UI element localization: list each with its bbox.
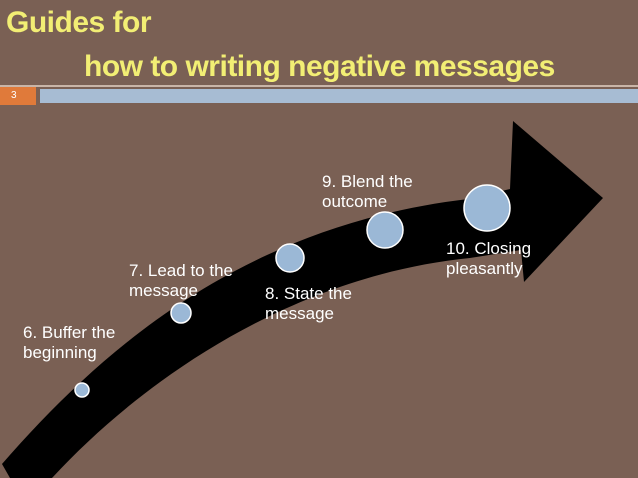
- header-accent-bar: [40, 89, 638, 103]
- step-6-label: 6. Buffer the beginning: [23, 323, 116, 362]
- step-9-label: 9. Blend the outcome: [322, 172, 413, 211]
- step-9-marker: [366, 211, 404, 249]
- step-7-label: 7. Lead to the message: [129, 261, 233, 300]
- slide-title-line-1: Guides for: [6, 6, 152, 39]
- step-8-marker: [275, 243, 305, 273]
- step-10-label: 10. Closing pleasantly: [446, 239, 532, 278]
- slide-title-line-2: how to writing negative messages: [84, 50, 555, 83]
- curved-arrow-shape: [2, 121, 603, 478]
- step-10-marker: [463, 184, 511, 232]
- step-7-marker: [170, 302, 192, 324]
- slide-number: 3: [11, 90, 17, 101]
- slide-number-bar: [0, 87, 36, 105]
- step-6-marker: [74, 382, 90, 398]
- step-8-label: 8. State the message: [265, 284, 352, 323]
- header-divider-line: [0, 85, 638, 87]
